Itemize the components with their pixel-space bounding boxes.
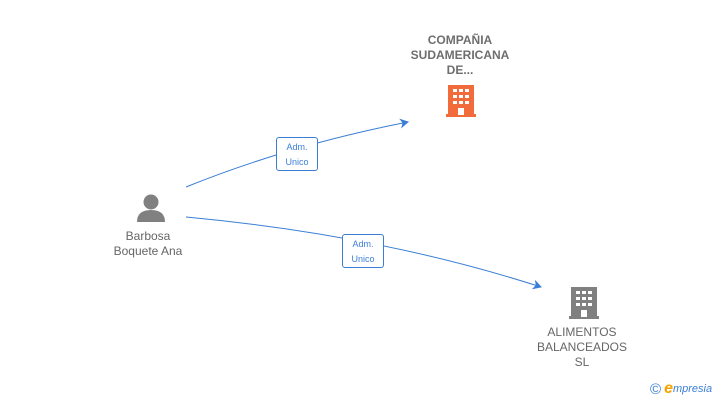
- brand-logo-text: mpresia: [672, 383, 713, 395]
- building-icon[interactable]: [569, 287, 599, 319]
- person-node-label[interactable]: Barbosa Boquete Ana: [90, 229, 206, 259]
- role-line: Unico: [351, 254, 375, 264]
- company-name-line: SL: [574, 355, 590, 369]
- person-icon[interactable]: [137, 194, 165, 223]
- edge-role-badge: Adm. Unico: [342, 234, 384, 268]
- company-name-line: BALANCEADOS: [536, 340, 628, 354]
- brand-logo-initial: e: [664, 380, 673, 397]
- company-name-line: ALIMENTOS: [547, 325, 617, 339]
- company-node-label[interactable]: COMPAÑIA SUDAMERICANA DE...: [380, 33, 540, 78]
- brand-watermark: © e mpresia: [650, 380, 712, 398]
- role-line: Unico: [285, 157, 309, 167]
- company-name-line: SUDAMERICANA: [410, 48, 510, 62]
- person-name-line: Barbosa: [125, 229, 171, 243]
- role-line: Adm.: [286, 142, 308, 152]
- company-node-label[interactable]: ALIMENTOS BALANCEADOS SL: [512, 325, 652, 370]
- role-line: Adm.: [352, 239, 374, 249]
- company-name-line: COMPAÑIA: [427, 33, 493, 47]
- edge-role-badge: Adm. Unico: [276, 137, 318, 171]
- copyright-icon: ©: [650, 380, 662, 398]
- company-name-line: DE...: [446, 63, 474, 77]
- person-name-line: Boquete Ana: [113, 244, 183, 258]
- building-icon[interactable]: [446, 85, 476, 117]
